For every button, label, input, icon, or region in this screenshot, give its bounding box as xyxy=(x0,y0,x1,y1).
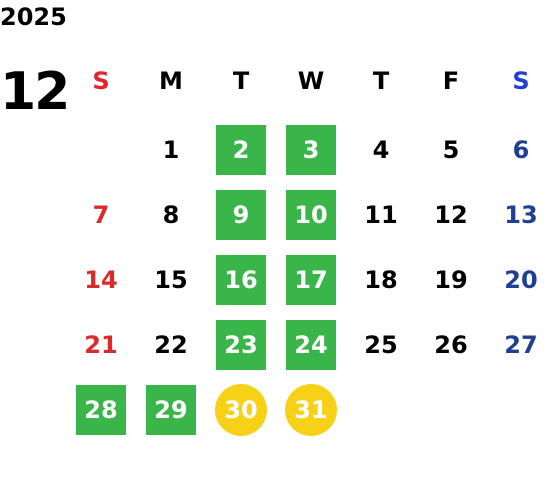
date-number: 10 xyxy=(294,201,328,229)
date-number: 11 xyxy=(364,201,398,229)
date-number: 6 xyxy=(512,136,530,164)
date-cell: 25 xyxy=(346,320,416,370)
date-cell: 19 xyxy=(416,255,486,305)
date-cell: 8 xyxy=(136,190,206,240)
date-number: 4 xyxy=(372,136,390,164)
date-number: 9 xyxy=(232,201,250,229)
date-cell: 29 xyxy=(136,385,206,435)
month-number: 12 xyxy=(0,62,70,122)
date-number: 13 xyxy=(504,201,538,229)
date-cell: 18 xyxy=(346,255,416,305)
date-number: 23 xyxy=(224,331,258,359)
date-number: 18 xyxy=(364,266,398,294)
date-cell: 15 xyxy=(136,255,206,305)
date-cell: 14 xyxy=(66,255,136,305)
date-number: 3 xyxy=(302,136,320,164)
date-number: 14 xyxy=(84,266,118,294)
weekday-header: M xyxy=(159,67,183,95)
date-cell: 24 xyxy=(276,320,346,370)
date-number: 31 xyxy=(294,396,328,424)
date-cell: 12 xyxy=(416,190,486,240)
date-cell: 4 xyxy=(346,125,416,175)
weekday-header: S xyxy=(512,67,530,95)
date-cell: 13 xyxy=(486,190,548,240)
date-highlight-square xyxy=(286,190,336,240)
date-number: 15 xyxy=(154,266,188,294)
date-number: 21 xyxy=(84,331,118,359)
date-highlight-square xyxy=(216,190,266,240)
date-number: 25 xyxy=(364,331,398,359)
date-number: 2 xyxy=(232,136,250,164)
date-cell: 21 xyxy=(66,320,136,370)
date-cell: 27 xyxy=(486,320,548,370)
date-highlight-square xyxy=(286,255,336,305)
date-cell: 22 xyxy=(136,320,206,370)
date-cell: 20 xyxy=(486,255,548,305)
date-cell: 9 xyxy=(206,190,276,240)
date-cell: 28 xyxy=(66,385,136,435)
date-cell: 31 xyxy=(276,384,346,436)
date-number: 12 xyxy=(434,201,468,229)
date-cell: 5 xyxy=(416,125,486,175)
date-cell: 3 xyxy=(276,125,346,175)
date-highlight-square xyxy=(76,385,126,435)
date-number: 20 xyxy=(504,266,538,294)
weekday-header: T xyxy=(372,67,390,95)
date-number: 30 xyxy=(224,396,258,424)
date-number: 29 xyxy=(154,396,188,424)
weekday-header: T xyxy=(232,67,250,95)
date-number: 27 xyxy=(504,331,538,359)
date-number: 8 xyxy=(162,201,180,229)
date-number: 7 xyxy=(92,201,110,229)
date-number: 16 xyxy=(224,266,258,294)
date-highlight-circle xyxy=(285,384,337,436)
date-number: 1 xyxy=(162,136,180,164)
date-cell: 16 xyxy=(206,255,276,305)
date-cell: 17 xyxy=(276,255,346,305)
date-highlight-square xyxy=(146,385,196,435)
weekday-header: F xyxy=(442,67,460,95)
weekday-header: W xyxy=(297,67,325,95)
date-number: 26 xyxy=(434,331,468,359)
date-highlight-circle xyxy=(215,384,267,436)
date-number: 19 xyxy=(434,266,468,294)
date-highlight-square xyxy=(216,320,266,370)
date-number: 22 xyxy=(154,331,188,359)
date-highlight-square xyxy=(286,320,336,370)
date-number: 24 xyxy=(294,331,328,359)
date-cell: 6 xyxy=(486,125,548,175)
date-cell: 2 xyxy=(206,125,276,175)
date-cell: 23 xyxy=(206,320,276,370)
date-number: 17 xyxy=(294,266,328,294)
weekday-header: S xyxy=(92,67,110,95)
date-cell: 1 xyxy=(136,125,206,175)
date-cell: 30 xyxy=(206,384,276,436)
date-cell: 10 xyxy=(276,190,346,240)
date-number: 5 xyxy=(442,136,460,164)
date-highlight-square xyxy=(286,125,336,175)
date-number: 28 xyxy=(84,396,118,424)
date-highlight-square xyxy=(216,125,266,175)
date-cell: 7 xyxy=(66,190,136,240)
date-cell: 11 xyxy=(346,190,416,240)
date-highlight-square xyxy=(216,255,266,305)
date-cell: 26 xyxy=(416,320,486,370)
year-label: 2025 xyxy=(0,3,67,31)
